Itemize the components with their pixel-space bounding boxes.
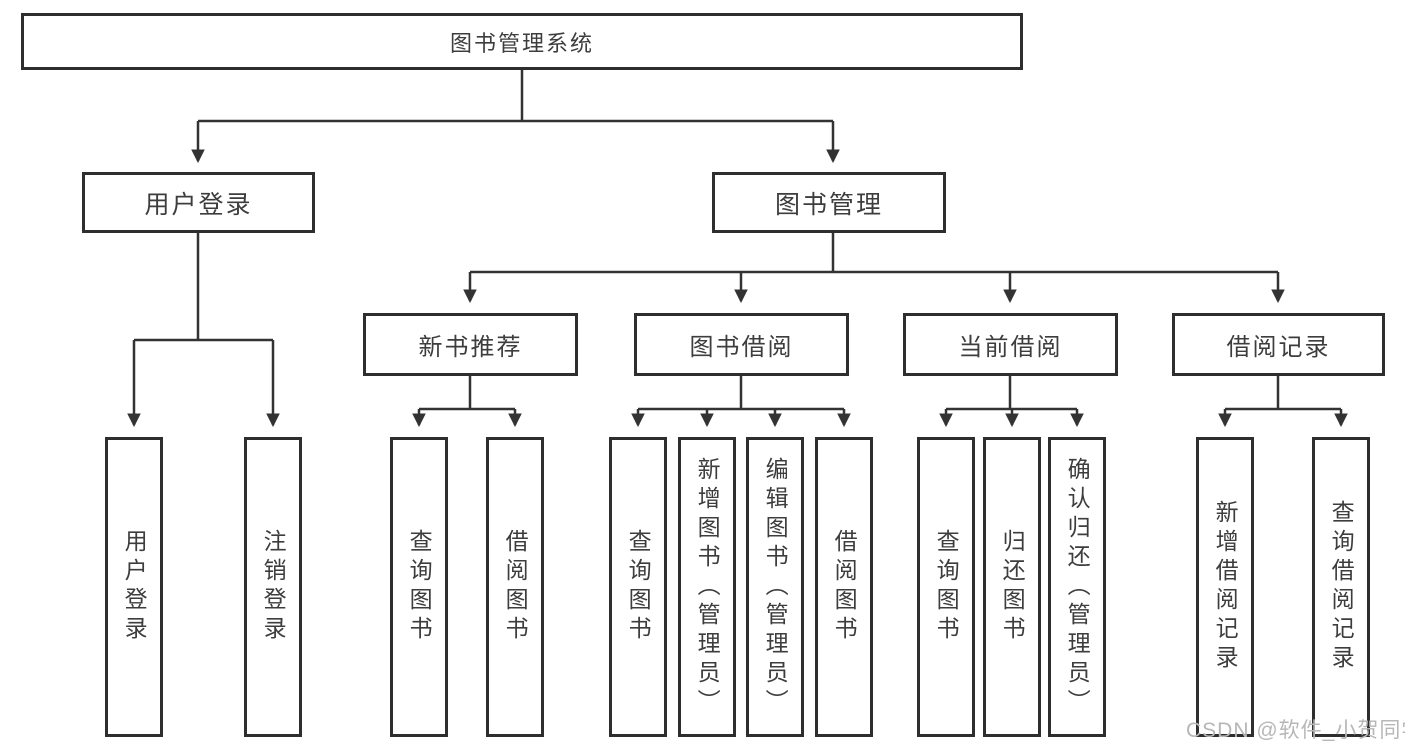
- leaf-edit-book-admin: 编辑图书（管理员）: [746, 437, 804, 737]
- node-book-borrow: 图书借阅: [634, 313, 849, 376]
- leaf-return-book: 归还图书: [983, 437, 1041, 737]
- leaf-query-borrow-record: 查询借阅记录: [1312, 437, 1370, 737]
- csdn-watermark: CSDN @软件_小贺同学: [1186, 719, 1405, 742]
- leaf-borrow-books-recommend: 借阅图书: [486, 437, 544, 737]
- leaf-query-books-recommend: 查询图书: [390, 437, 448, 737]
- leaf-add-book-admin: 新增图书（管理员）: [678, 437, 736, 737]
- leaf-user-login: 用户登录: [105, 437, 163, 737]
- node-current-borrow: 当前借阅: [903, 313, 1118, 376]
- leaf-query-books-borrow: 查询图书: [609, 437, 667, 737]
- node-new-book-recommend: 新书推荐: [363, 313, 578, 376]
- node-user-login: 用户登录: [82, 172, 315, 233]
- node-borrow-records: 借阅记录: [1172, 313, 1385, 376]
- node-book-management: 图书管理: [712, 172, 946, 233]
- leaf-borrow-books: 借阅图书: [815, 437, 873, 737]
- leaf-add-borrow-record: 新增借阅记录: [1196, 437, 1254, 737]
- leaf-logout: 注销登录: [244, 437, 302, 737]
- leaf-query-books-current: 查询图书: [917, 437, 975, 737]
- node-library-management-system: 图书管理系统: [21, 13, 1023, 70]
- leaf-confirm-return-admin: 确认归还（管理员）: [1048, 437, 1106, 737]
